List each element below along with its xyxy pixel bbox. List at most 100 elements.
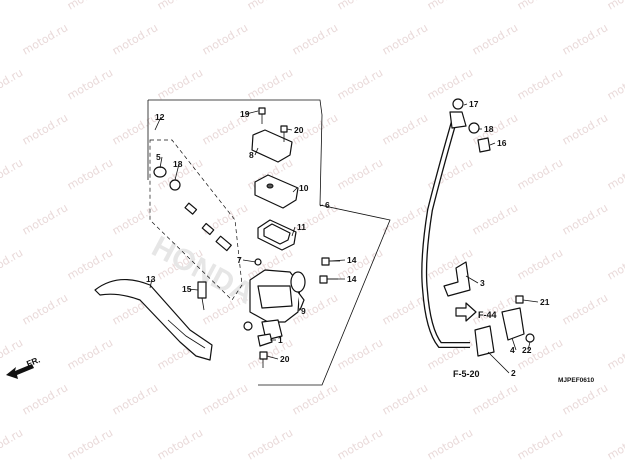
callout-6: 6 <box>325 200 330 210</box>
watermark-text: motod.ru <box>155 66 205 102</box>
watermark-text: motod.ru <box>560 381 610 417</box>
watermark-text: motod.ru <box>290 201 340 237</box>
leader-line <box>292 187 298 193</box>
watermark-text: motod.ru <box>290 381 340 417</box>
leader-line <box>245 110 259 115</box>
leader-lines <box>149 103 539 374</box>
callout-9: 9 <box>301 306 306 316</box>
callout-20: 20 <box>294 125 304 135</box>
watermark-text: motod.ru <box>20 201 70 237</box>
washer-18-a <box>452 98 464 110</box>
watermark-text: motod.ru <box>380 21 430 57</box>
callout-21: 21 <box>540 297 550 307</box>
watermark-text: motod.ru <box>290 21 340 57</box>
leader-line <box>487 351 510 374</box>
holder-1 <box>257 333 273 347</box>
callout-17: 17 <box>469 99 479 109</box>
watermark-text: motod.ru <box>20 111 70 147</box>
boot-5 <box>153 166 167 178</box>
assembly-outline <box>148 99 391 386</box>
brake-hose-inner <box>422 117 470 347</box>
watermark-text: motod.ru <box>335 246 385 282</box>
leader-line <box>159 156 163 169</box>
leader-line <box>149 278 153 289</box>
callout-5: 5 <box>156 152 161 162</box>
watermark-text: motod.ru <box>245 0 295 13</box>
watermark-text: motod.ru <box>425 336 475 372</box>
drawing-code: MJPEF0610 <box>558 377 595 384</box>
front-arrow <box>6 364 34 379</box>
watermark-text: motod.ru <box>110 381 160 417</box>
leader-line <box>511 337 517 351</box>
watermark-text: motod.ru <box>605 336 625 372</box>
watermark-text: motod.ru <box>155 426 205 462</box>
leader-line <box>465 275 479 284</box>
watermark-text: motod.ru <box>335 0 385 13</box>
watermark-text: motod.ru <box>425 156 475 192</box>
leader-line <box>291 226 296 237</box>
watermark-text: motod.ru <box>0 246 25 282</box>
callout-2: 2 <box>511 368 516 378</box>
leader-line <box>154 116 162 131</box>
circlip-19 <box>169 179 181 191</box>
bracket-4 <box>501 307 525 341</box>
watermark-text: motod.ru <box>515 66 565 102</box>
brake-lever <box>94 279 213 361</box>
watermark-text: motod.ru <box>335 156 385 192</box>
watermark-text: motod.ru <box>0 66 25 102</box>
leader-line <box>329 259 346 262</box>
brake-switch <box>197 281 207 299</box>
watermark-text: motod.ru <box>605 426 625 462</box>
callout-8: 8 <box>249 150 254 160</box>
watermark-text: motod.ru <box>335 426 385 462</box>
callout-18: 18 <box>173 159 183 169</box>
watermark-text: motod.ru <box>200 381 250 417</box>
watermark-text: motod.ru <box>470 201 520 237</box>
watermark-text: motod.ru <box>470 21 520 57</box>
washer-18-b <box>468 122 480 134</box>
watermark-text: motod.ru <box>200 21 250 57</box>
watermark-text: motod.ru <box>560 291 610 327</box>
watermark-text: motod.ru <box>155 0 205 13</box>
watermark-text: motod.ru <box>425 66 475 102</box>
callout-22: 22 <box>522 345 532 355</box>
callout-15: 15 <box>182 284 192 294</box>
watermark-text: motod.ru <box>245 66 295 102</box>
watermark-text: motod.ru <box>65 66 115 102</box>
banjo-bolt-16 <box>477 137 491 153</box>
bolt-14-a <box>321 257 330 266</box>
callout-13: 13 <box>146 274 156 284</box>
watermark-text: motod.ru <box>110 201 160 237</box>
watermark-text: motod.ru <box>245 426 295 462</box>
leader-line <box>298 307 301 312</box>
leader-line <box>286 128 293 131</box>
watermark-text: motod.ru <box>425 426 475 462</box>
leader-line <box>463 103 468 106</box>
nut-23 <box>525 333 535 343</box>
watermark-text: motod.ru <box>65 0 115 13</box>
watermark-text: motod.ru <box>0 0 25 13</box>
callout-11: 11 <box>297 222 306 232</box>
master-cylinder-reservoir <box>257 285 293 309</box>
watermark-text: motod.ru <box>20 21 70 57</box>
leader-line <box>266 355 279 360</box>
plate-hole <box>266 183 274 189</box>
watermark-text: motod.ru <box>560 201 610 237</box>
watermark-text: motod.ru <box>65 156 115 192</box>
callout-16: 16 <box>497 138 507 148</box>
watermark-text: motod.ru <box>560 21 610 57</box>
watermark-text: motod.ru <box>515 426 565 462</box>
brake-lever-edge <box>167 319 206 349</box>
leader-line <box>254 147 259 156</box>
front-label: FR. <box>25 354 41 368</box>
watermark-text: motod.ru <box>335 336 385 372</box>
ref-label-f520: F-5-20 <box>453 369 480 379</box>
screw-20-a <box>258 107 266 115</box>
callout-7: 7 <box>237 255 242 265</box>
watermark-text: motod.ru <box>20 291 70 327</box>
piston-part-c <box>215 235 232 252</box>
piston-part-b <box>201 222 215 236</box>
callout-18: 18 <box>484 124 494 134</box>
